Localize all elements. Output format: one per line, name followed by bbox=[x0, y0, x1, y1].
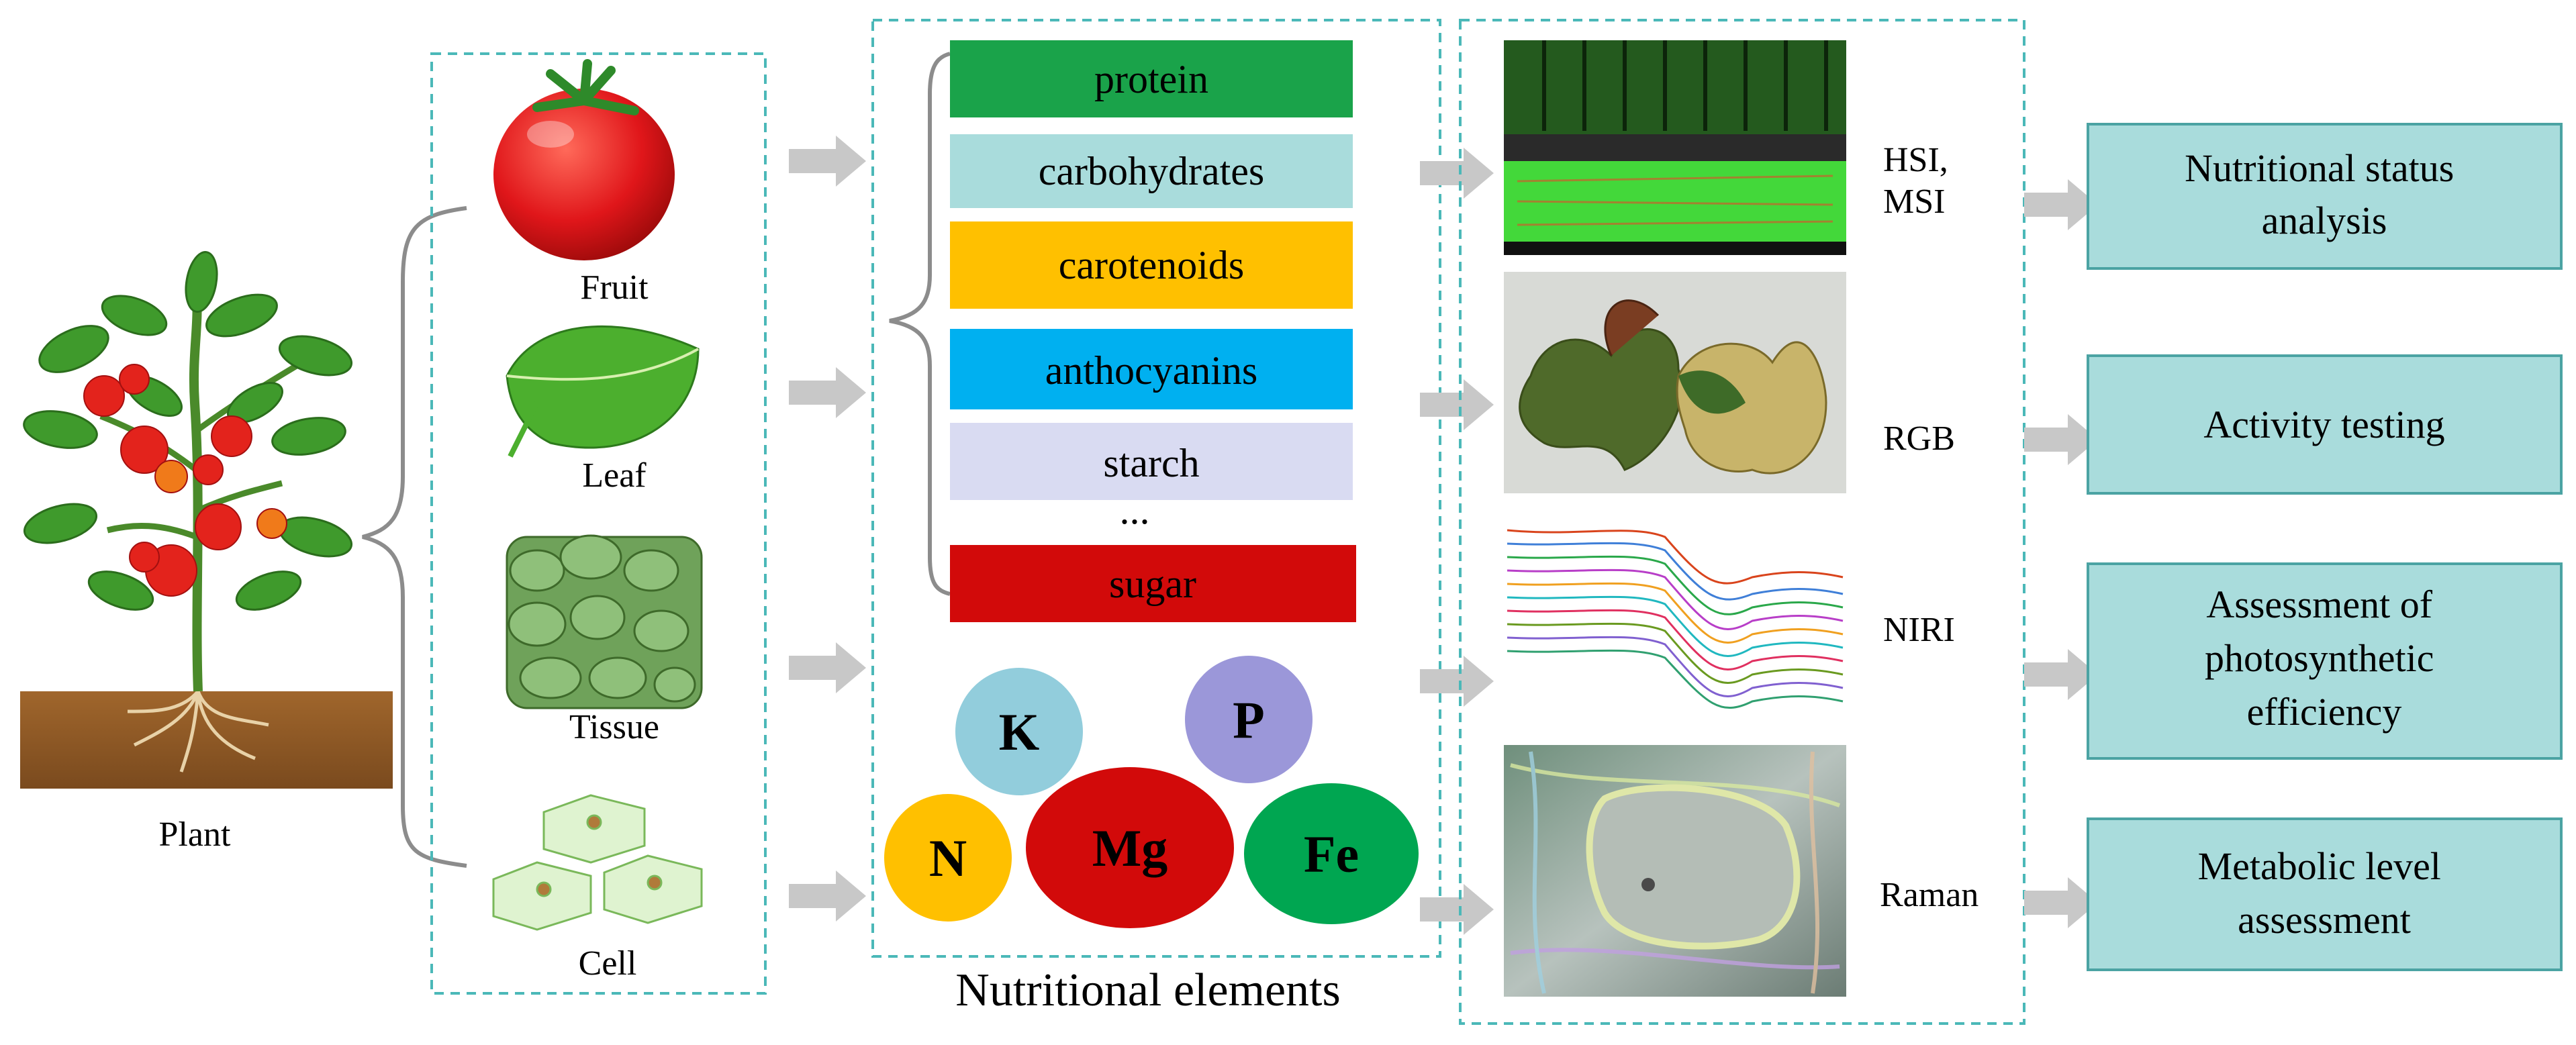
part-label-leaf: Leaf bbox=[582, 456, 647, 495]
nutrient-list: protein carbohydrates carotenoids anthoc… bbox=[950, 40, 1356, 622]
element-label: Mg bbox=[1092, 819, 1168, 877]
element-p bbox=[1185, 656, 1313, 783]
part-label-fruit: Fruit bbox=[580, 268, 649, 307]
roots bbox=[127, 690, 269, 773]
nutrient-label: starch bbox=[1103, 441, 1199, 485]
plant-label: Plant bbox=[159, 815, 231, 854]
outcome-label: Nutritional status analysis bbox=[2185, 146, 2464, 242]
hsi-image bbox=[1504, 40, 1846, 255]
method-label-hsi: HSI, MSI bbox=[1883, 141, 1957, 221]
cell-illustration bbox=[492, 794, 703, 931]
element-k bbox=[955, 668, 1083, 795]
part-label-cell: Cell bbox=[579, 944, 637, 983]
tissue-illustration bbox=[506, 534, 703, 709]
element-label: K bbox=[999, 703, 1040, 761]
method-label-rgb: RGB bbox=[1883, 419, 1955, 458]
nutrient-starch bbox=[950, 423, 1353, 500]
outcome-label: Activity testing bbox=[2203, 403, 2444, 446]
nutrient-label: sugar bbox=[1109, 562, 1196, 606]
plant-leaves bbox=[23, 251, 353, 611]
nutrients-box bbox=[871, 19, 1441, 958]
soil bbox=[20, 691, 393, 789]
element-label: Fe bbox=[1304, 825, 1359, 883]
plant-tomatoes bbox=[83, 364, 287, 597]
arrows-methods-to-outcomes bbox=[2024, 179, 2098, 928]
nutrient-carotenoids bbox=[950, 221, 1353, 309]
leaf-illustration bbox=[506, 325, 700, 458]
plant-illustration: Plant bbox=[20, 251, 393, 854]
outcome-nutritional-status: Nutritional status analysis bbox=[2087, 123, 2563, 270]
method-label-niri: NIRI bbox=[1883, 611, 1955, 649]
nutrition-caption: Nutritional elements bbox=[955, 964, 1340, 1016]
element-bubbles: K P N Mg Fe bbox=[884, 656, 1419, 928]
outcome-label: Assessment of photosynthetic efficiency bbox=[2205, 583, 2444, 734]
outcome-photosynthetic-efficiency: Assessment of photosynthetic efficiency bbox=[2087, 562, 2563, 760]
outcome-activity-testing: Activity testing bbox=[2087, 354, 2563, 495]
niri-image bbox=[1504, 510, 1846, 725]
part-label-tissue: Tissue bbox=[569, 708, 659, 746]
nutrient-label: carotenoids bbox=[1059, 243, 1245, 287]
plant-brace bbox=[362, 206, 467, 868]
element-label: P bbox=[1233, 691, 1265, 749]
nutrient-protein bbox=[950, 40, 1353, 117]
element-mg bbox=[1026, 767, 1234, 928]
stem bbox=[189, 287, 203, 692]
raman-image bbox=[1504, 745, 1846, 997]
parts-box bbox=[430, 52, 767, 995]
element-label: N bbox=[929, 829, 967, 887]
nutrient-sugar bbox=[950, 545, 1356, 622]
nutrient-brace bbox=[889, 52, 951, 596]
rgb-image bbox=[1504, 272, 1846, 493]
arrows-parts-to-nutrients bbox=[789, 136, 866, 922]
nutrient-label: protein bbox=[1094, 57, 1208, 101]
method-label-raman: Raman bbox=[1880, 876, 1978, 914]
methods-box bbox=[1459, 19, 2025, 1025]
nutrient-label: carbohydrates bbox=[1039, 149, 1265, 193]
element-fe bbox=[1244, 783, 1419, 924]
nutrient-label: anthocyanins bbox=[1045, 348, 1258, 393]
outcome-metabolic-level: Metabolic level assessment bbox=[2087, 817, 2563, 971]
fruit-illustration bbox=[493, 59, 675, 260]
arrows-nutrients-to-methods bbox=[1420, 148, 1494, 935]
element-n bbox=[884, 794, 1012, 922]
nutrient-carbohydrates bbox=[950, 134, 1353, 208]
nutrient-ellipsis: ... bbox=[1120, 488, 1150, 532]
outcome-label: Metabolic level assessment bbox=[2198, 844, 2451, 942]
nutrient-anthocyanins bbox=[950, 329, 1353, 409]
